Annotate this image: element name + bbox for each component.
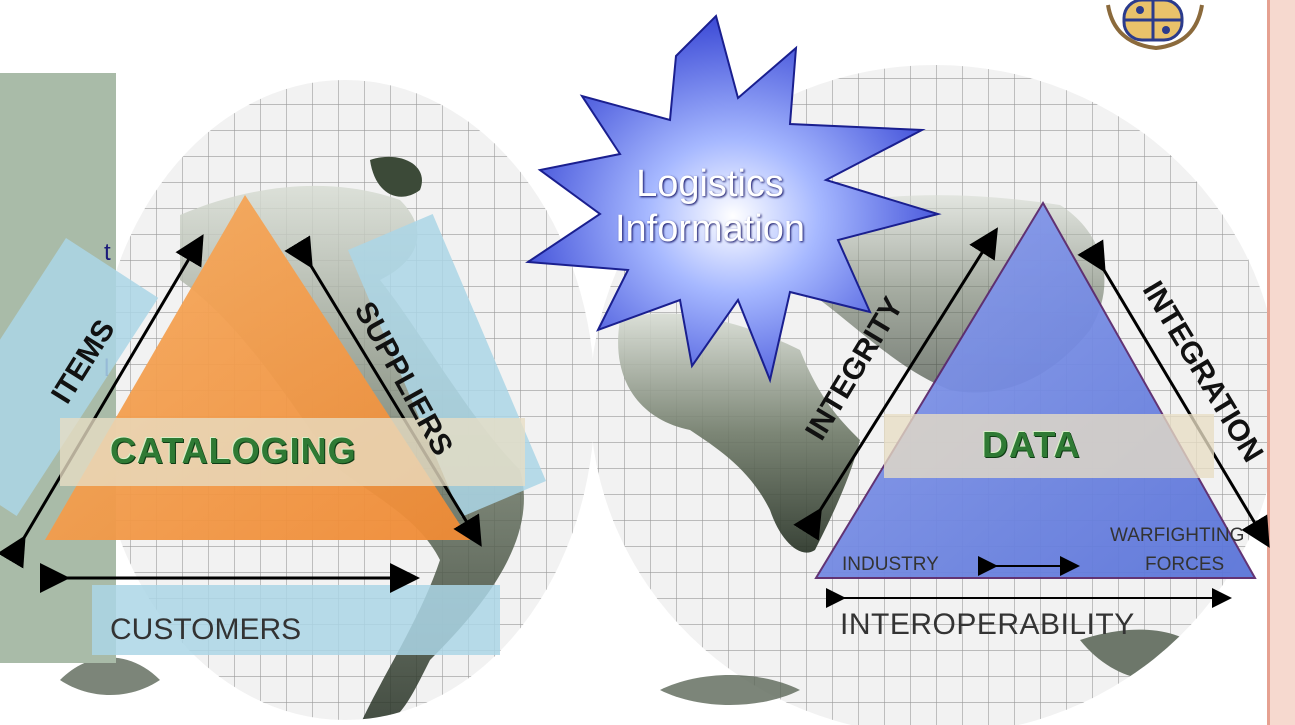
integration-arrow: [1077, 239, 1270, 548]
cataloging-title-band: [60, 418, 525, 486]
customers-label: CUSTOMERS: [110, 613, 302, 646]
landmass: [660, 675, 800, 705]
starburst-title: Logistics Information: [565, 162, 855, 252]
starburst: [525, 14, 942, 384]
integrity-arrow: [793, 227, 998, 541]
data-title-band: [884, 414, 1214, 478]
items-arrow: [0, 234, 204, 569]
right-decorative-strip: [1268, 0, 1295, 725]
starburst-line-1: Logistics: [636, 163, 784, 205]
data-title: DATA: [982, 424, 1081, 465]
landmass: [60, 657, 160, 695]
warfighting-label: WARFIGHTING: [1110, 525, 1245, 546]
forces-label: FORCES: [1145, 554, 1225, 575]
cataloging-title: CATALOGING: [110, 430, 357, 471]
logo-icon: [1106, 0, 1204, 51]
suppliers-arrow: [284, 235, 482, 547]
industry-label: INDUSTRY: [842, 554, 939, 575]
starburst-line-2: Information: [614, 208, 806, 250]
customers-band: [92, 585, 500, 655]
interoperability-label: INTEROPERABILITY: [840, 608, 1135, 641]
